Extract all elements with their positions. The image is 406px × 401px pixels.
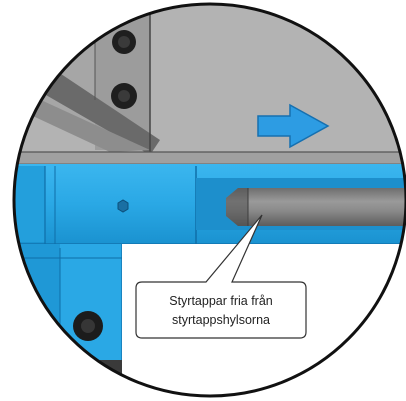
magnifier-circle [12, 2, 406, 398]
inclined-bar-face [20, 95, 150, 152]
guide-pin [226, 188, 406, 226]
callout-line-1: Styrtappar fria från [169, 294, 273, 308]
callout-line-2: styrtappshylsorna [172, 313, 270, 327]
screw-icon [118, 90, 130, 102]
blue-side [14, 166, 45, 242]
callout: Styrtappar fria från styrtappshylsorna [135, 214, 307, 339]
screw-icon [118, 36, 130, 48]
lower-blue-block [14, 244, 122, 396]
lower-blue-side [14, 244, 60, 396]
right-arrow-icon [257, 103, 330, 149]
inclined-bar [20, 60, 160, 155]
seam-strip [14, 152, 406, 164]
screw-icon [81, 319, 95, 333]
callout-bubble [135, 214, 307, 339]
guide-pin-chamfer [226, 188, 248, 226]
hex-screw-icon [117, 199, 129, 213]
